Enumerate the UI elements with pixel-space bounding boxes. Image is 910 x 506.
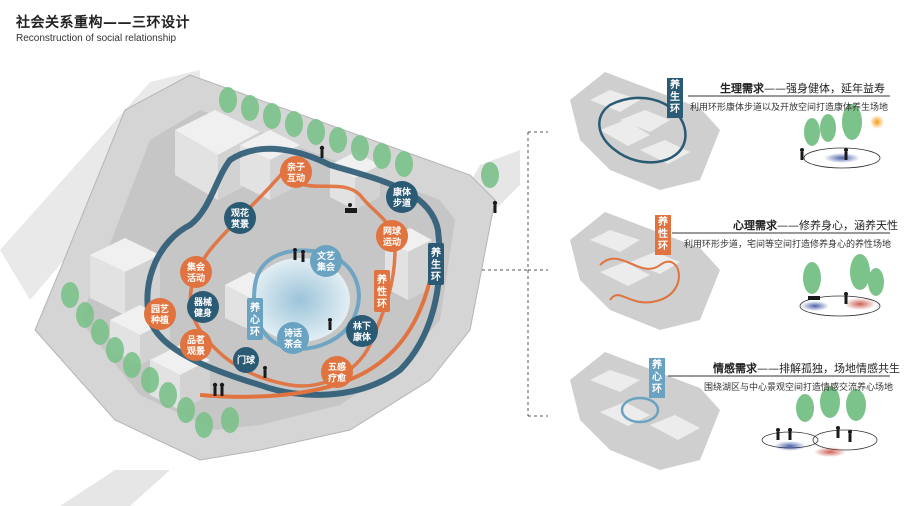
panel1-vignette bbox=[800, 104, 884, 169]
panel2-tag: 养 性 环 bbox=[655, 215, 671, 255]
label-kangti: 康体 步道 bbox=[386, 181, 418, 213]
svg-text:健身: 健身 bbox=[194, 307, 212, 319]
svg-text:园艺: 园艺 bbox=[151, 303, 169, 315]
svg-text:品茗: 品茗 bbox=[187, 334, 205, 346]
svg-text:环: 环 bbox=[250, 326, 260, 338]
label-qinzi: 亲子 互动 bbox=[280, 156, 312, 188]
svg-text:生: 生 bbox=[431, 258, 441, 271]
ring-outer-orange bbox=[199, 279, 432, 399]
panel2-title: 心理需求——修养身心，涵养天性 bbox=[733, 219, 898, 232]
tag-yangxin: 养 心 环 bbox=[247, 298, 263, 340]
label-qinzi-l1: 亲子 bbox=[287, 161, 305, 173]
svg-text:养: 养 bbox=[376, 273, 388, 286]
svg-text:疗愈: 疗愈 bbox=[328, 372, 347, 384]
label-qixie: 器械 健身 bbox=[187, 291, 219, 323]
tag-yangxing: 养 性 环 bbox=[374, 270, 390, 312]
svg-text:环: 环 bbox=[377, 298, 387, 310]
svg-text:赏景: 赏景 bbox=[231, 218, 249, 230]
svg-text:活动: 活动 bbox=[187, 272, 205, 284]
svg-text:五感: 五感 bbox=[328, 361, 346, 373]
label-shihua: 诗话 茶会 bbox=[277, 322, 309, 354]
panel2-desc: 利用环形步道，宅间等空间打造修养身心的养性场地 bbox=[684, 240, 892, 250]
people bbox=[212, 145, 498, 396]
panel3-minimap bbox=[570, 352, 720, 470]
panel3-vignette bbox=[761, 386, 878, 457]
label-yuanyi: 园艺 种植 bbox=[144, 298, 176, 330]
label-menqiu: 门球 bbox=[233, 347, 259, 373]
label-linxia: 林下 康体 bbox=[346, 315, 378, 347]
svg-text:集会: 集会 bbox=[186, 261, 206, 273]
panel1-title: 生理需求——强身健体，延年益寿 bbox=[720, 82, 885, 95]
svg-text:步道: 步道 bbox=[393, 197, 411, 209]
panel1-tag: 养 生 环 bbox=[667, 78, 683, 118]
svg-text:观景: 观景 bbox=[187, 346, 205, 357]
panel1-minimap bbox=[570, 72, 720, 190]
page-title: 社会关系重构——三环设计 bbox=[16, 15, 190, 31]
ring-yangsheng bbox=[144, 145, 443, 398]
label-jihui: 集会 活动 bbox=[180, 256, 212, 288]
svg-text:环: 环 bbox=[431, 271, 441, 283]
svg-text:门球: 门球 bbox=[237, 354, 256, 366]
label-pinming: 品茗 观景 bbox=[180, 329, 212, 361]
label-wangqiu: 网球 运动 bbox=[376, 220, 408, 252]
connector-bracket bbox=[482, 131, 548, 417]
svg-text:种植: 种植 bbox=[150, 314, 169, 326]
tag-yangsheng: 养 生 环 bbox=[428, 243, 444, 285]
tree-row bbox=[61, 87, 499, 438]
label-wugan: 五感 疗愈 bbox=[321, 356, 353, 388]
svg-text:养: 养 bbox=[249, 301, 261, 314]
svg-text:集会: 集会 bbox=[316, 261, 336, 273]
label-guanhua: 观花 赏景 bbox=[224, 202, 256, 234]
svg-text:运动: 运动 bbox=[383, 237, 401, 248]
svg-text:养: 养 bbox=[430, 246, 442, 259]
svg-text:林下: 林下 bbox=[353, 320, 371, 332]
svg-text:诗话: 诗话 bbox=[284, 327, 302, 339]
panel2-vignette bbox=[799, 254, 884, 317]
panel3-title: 情感需求——排解孤独，场地情感共生 bbox=[713, 362, 900, 375]
svg-text:茶会: 茶会 bbox=[283, 338, 303, 350]
svg-text:康体: 康体 bbox=[353, 331, 372, 343]
svg-text:性: 性 bbox=[376, 285, 387, 298]
svg-text:康体: 康体 bbox=[393, 186, 412, 198]
panel3-desc: 围绕湖区与中心景观空间打造情感交流养心场地 bbox=[704, 383, 894, 393]
label-wenyi: 文艺 集会 bbox=[310, 245, 342, 277]
central-lake bbox=[250, 258, 350, 342]
svg-text:观花: 观花 bbox=[231, 207, 249, 219]
panel2-minimap bbox=[570, 212, 720, 330]
panel-leaders bbox=[668, 95, 890, 377]
svg-text:心: 心 bbox=[250, 314, 260, 326]
svg-text:器械: 器械 bbox=[193, 296, 212, 308]
svg-text:网球: 网球 bbox=[383, 225, 402, 237]
panel3-tag: 养 心 环 bbox=[649, 358, 665, 398]
panel1-desc: 利用环形康体步道以及开放空间打造康体养生场地 bbox=[690, 103, 889, 113]
label-qinzi-l2: 互动 bbox=[287, 173, 305, 184]
page-subtitle: Reconstruction of social relationship bbox=[16, 33, 177, 44]
svg-text:文艺: 文艺 bbox=[316, 250, 335, 262]
